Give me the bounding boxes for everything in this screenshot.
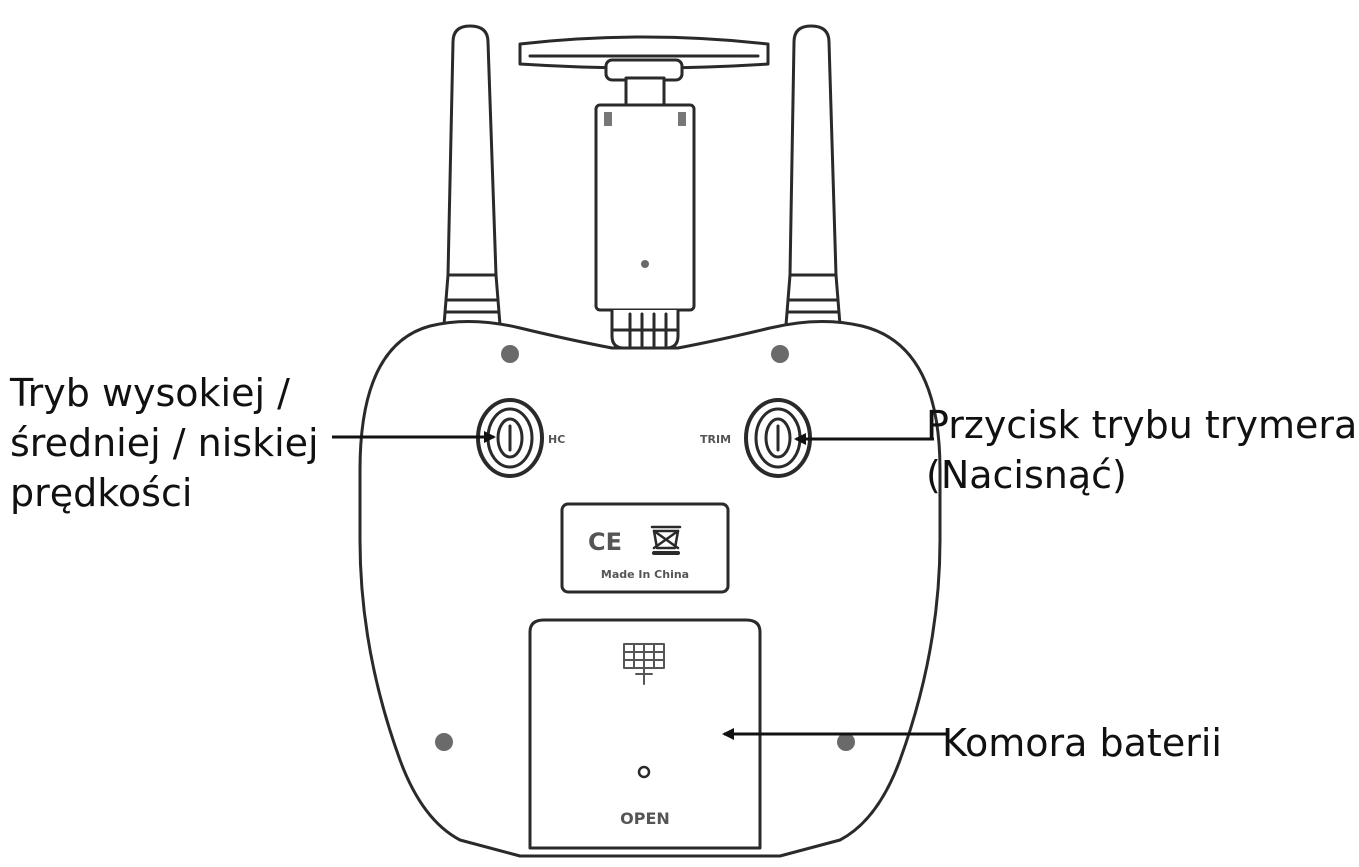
trim-button-callout: Przycisk trybu trymera (Nacisnąć): [926, 400, 1357, 500]
battery-callout: Komora baterii: [942, 718, 1222, 768]
callout-line: (Nacisnąć): [926, 453, 1127, 497]
left-switch-tag: HC: [548, 433, 565, 446]
left-antenna: [438, 24, 505, 354]
phone-holder: [518, 35, 770, 350]
screw-dot: [771, 345, 789, 363]
trim-mode-button: [744, 398, 812, 478]
callout-line: Przycisk trybu trymera: [926, 403, 1358, 447]
speed-mode-switch: [476, 398, 544, 478]
right-switch-tag: TRIM: [700, 433, 731, 446]
screw-dot: [837, 733, 855, 751]
callout-line: Tryb wysokiej /: [10, 371, 290, 415]
battery-screw: [637, 765, 651, 779]
ce-mark: CE: [588, 528, 622, 556]
callout-line: Komora baterii: [942, 721, 1222, 765]
certification-label: [560, 502, 730, 594]
callout-line: prędkości: [10, 471, 193, 515]
made-in-label: Made In China: [601, 568, 689, 581]
screw-dot: [435, 733, 453, 751]
right-antenna: [781, 24, 845, 354]
vent-grid-icon: [623, 643, 665, 685]
battery-compartment: [528, 618, 762, 850]
weee-bin-icon: [650, 525, 682, 555]
screw-dot: [501, 345, 519, 363]
callout-line: średniej / niskiej: [10, 421, 319, 465]
holder-screw-dot: [641, 260, 649, 268]
speed-mode-callout: Tryb wysokiej / średniej / niskiej prędk…: [10, 368, 319, 518]
open-label: OPEN: [620, 809, 670, 828]
